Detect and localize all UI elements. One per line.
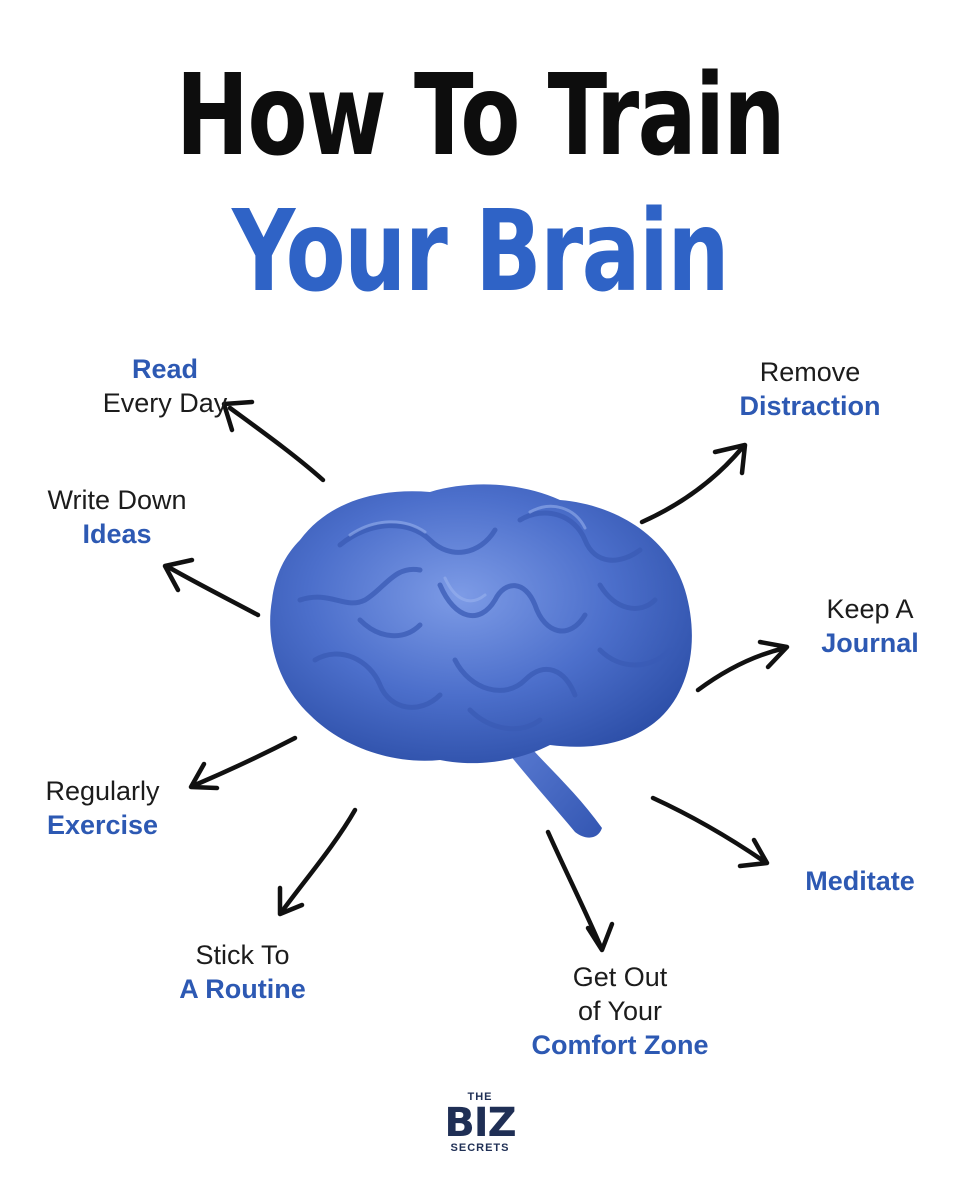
tip-highlight: Exercise [46,810,159,840]
tip-comfort-zone: Get Out of Your Comfort Zone [480,960,760,1062]
tip-read-every-day: Read Every Day [40,352,290,420]
tip-highlight: Meditate [805,866,915,896]
tip-text: Keep A [826,594,914,624]
tip-highlight: Ideas [82,519,152,549]
tip-text: Write Down [47,485,187,515]
tip-text: Get Out [572,962,668,992]
tip-write-down-ideas: Write Down Ideas [0,483,234,551]
tip-regularly-exercise: Regularly Exercise [0,774,205,842]
tip-stick-to-a-routine: Stick To A Routine [110,938,375,1006]
tip-highlight: Comfort Zone [531,1030,709,1060]
tip-meditate: Meditate [760,864,960,898]
arrow-icon [162,399,790,953]
logo-bottom-text: SECRETS [450,1142,510,1154]
tip-text: Remove [759,357,861,387]
tip-highlight: Journal [821,628,919,658]
brain-icon [270,484,692,838]
logo-top-text: THE [467,1091,493,1103]
biz-secrets-logo: THE BIZ SECRETS [440,1092,520,1154]
logo-main-text: BIZ [444,1100,516,1146]
tip-highlight: A Routine [179,974,306,1004]
tip-highlight: Read [131,354,199,384]
tip-highlight: Distraction [739,391,881,421]
tip-remove-distraction: Remove Distraction [700,355,920,423]
tip-text: Stick To [195,940,290,970]
tip-text: Regularly [45,776,160,806]
tip-text: of Your [577,996,663,1026]
page-title-line-1: How To Train [175,51,786,181]
tip-text: Every Day [102,388,228,418]
tip-keep-a-journal: Keep A Journal [790,592,950,660]
page-title-line-2: Your Brain [231,187,730,317]
